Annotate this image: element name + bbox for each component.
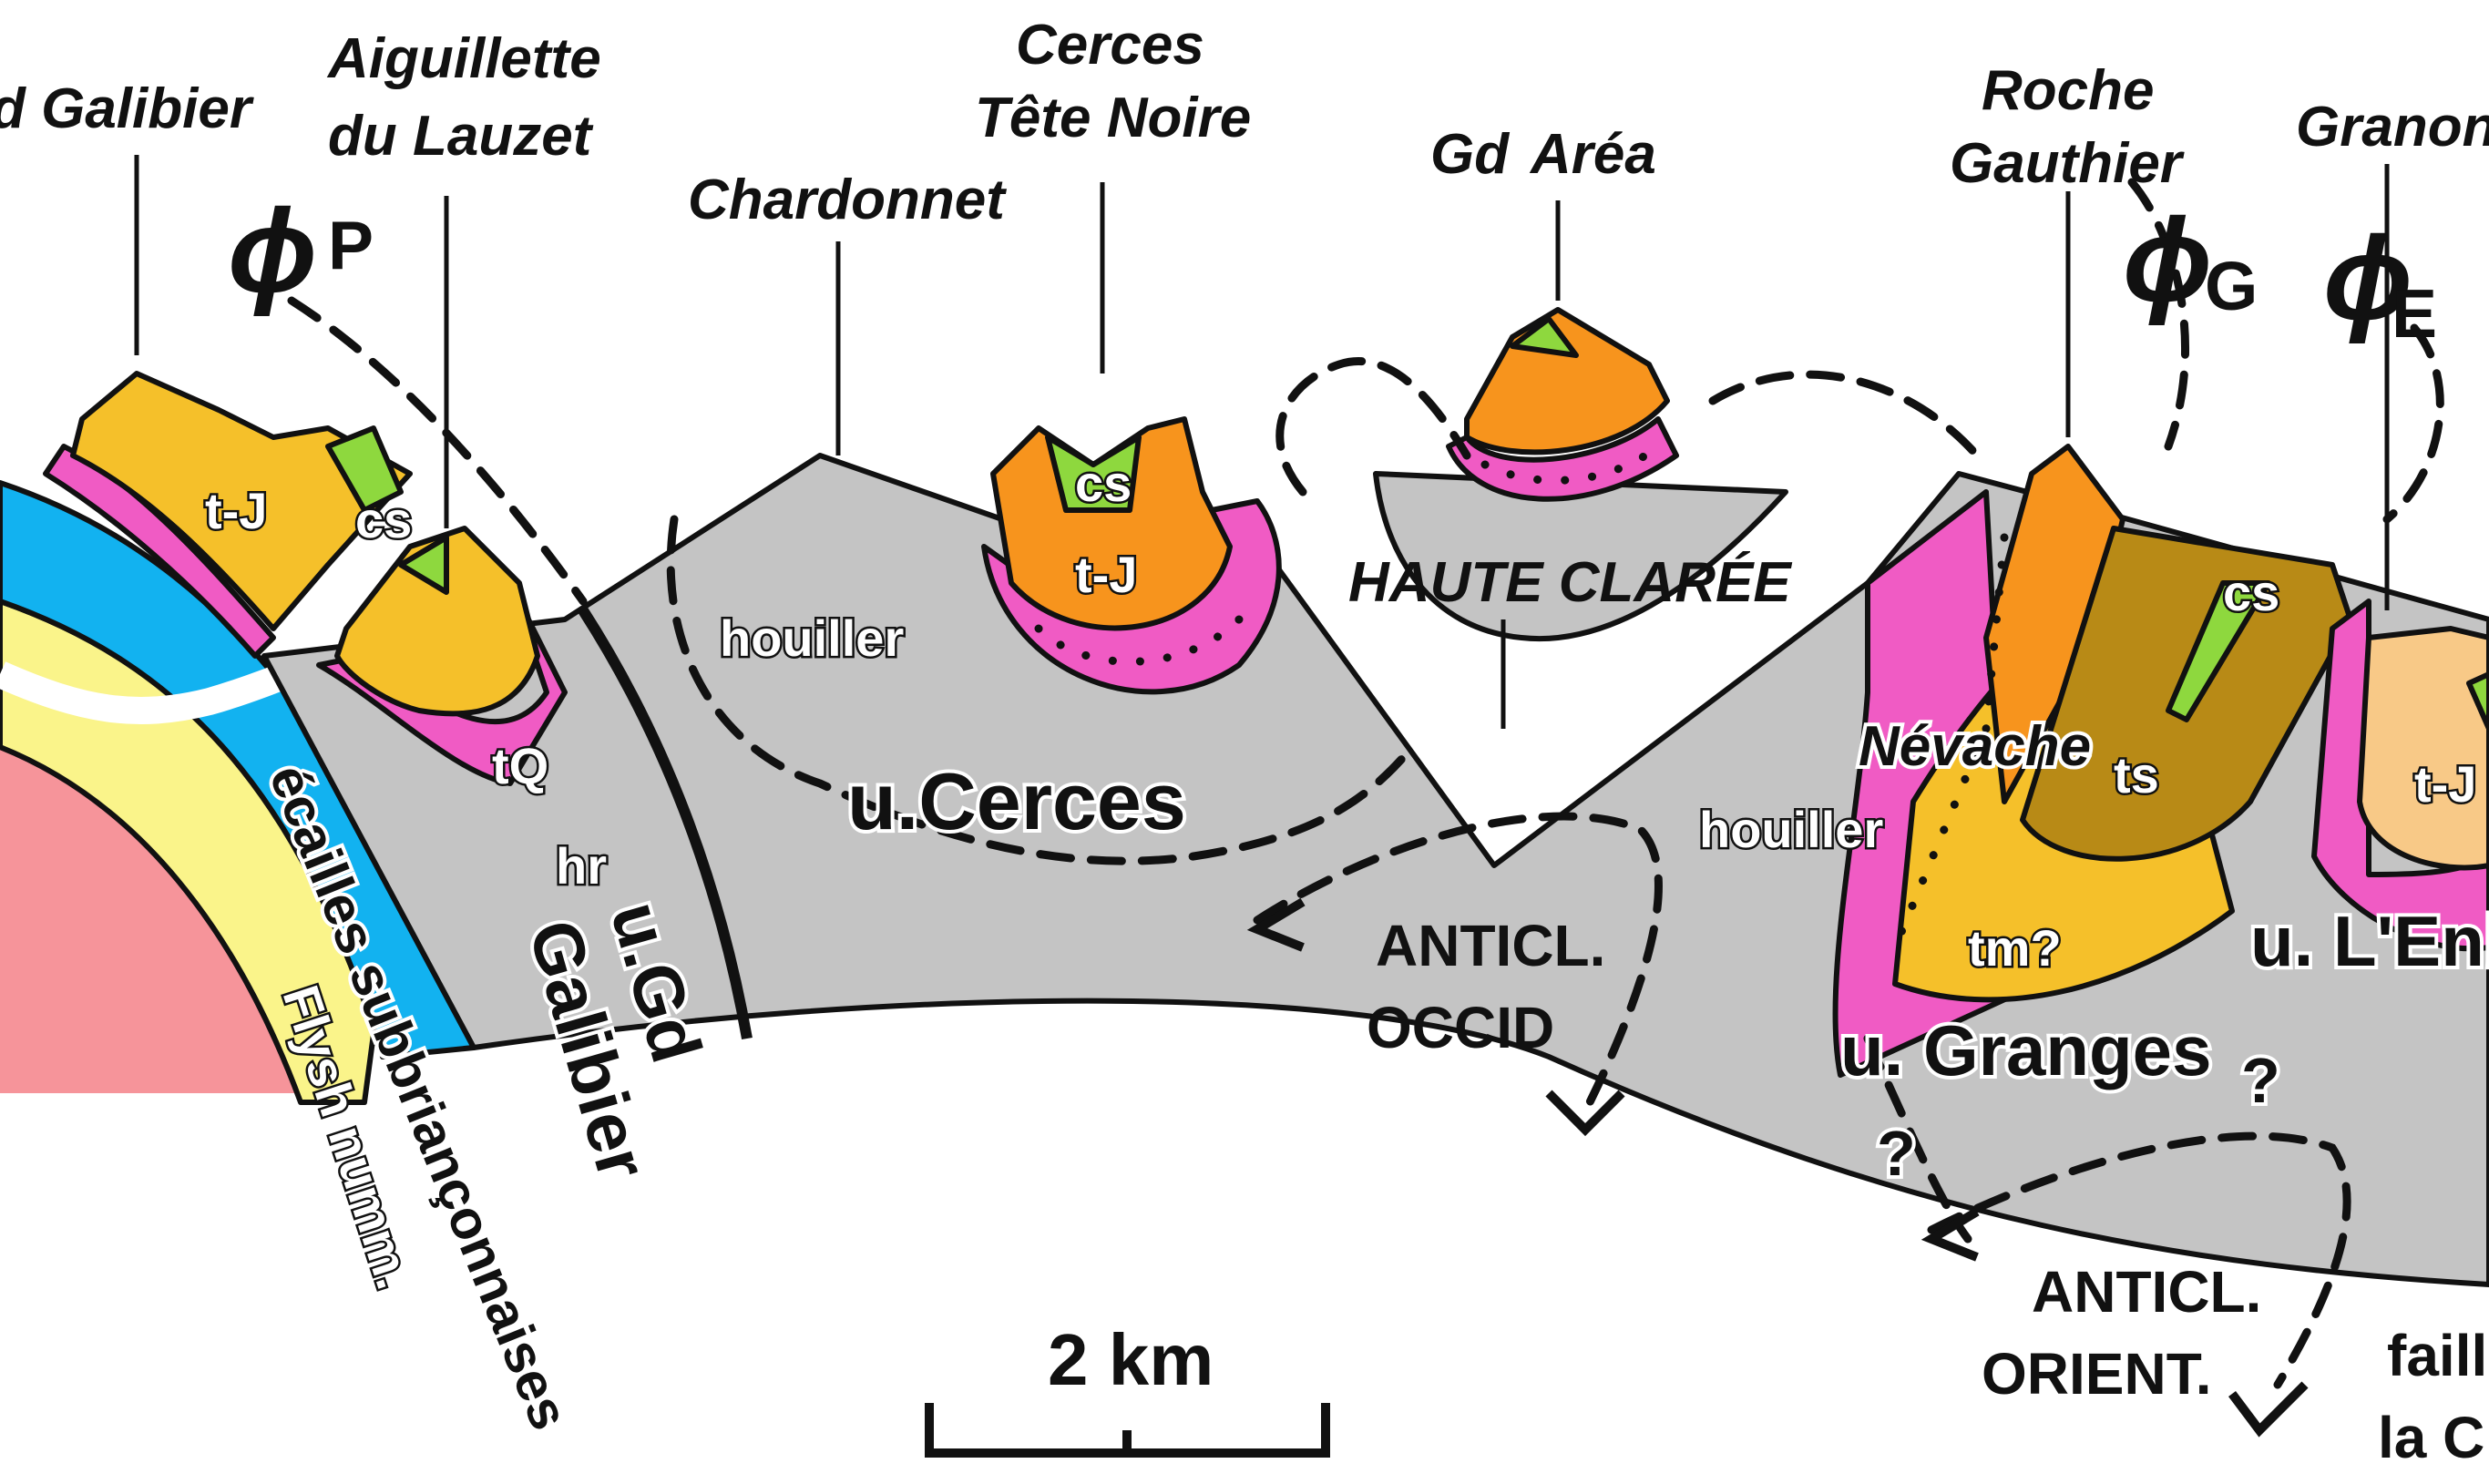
g-letter: G xyxy=(2205,248,2258,324)
hr-label: hr xyxy=(556,837,607,895)
fold-trace-e xyxy=(2387,328,2440,519)
faille-1: faill xyxy=(2387,1323,2487,1388)
anticl-orient-2: ORIENT. xyxy=(1982,1341,2211,1407)
tm-label: tm? xyxy=(1968,919,2062,977)
arrow-occid-down xyxy=(1549,1093,1622,1130)
label-area-gd: Gd xyxy=(1430,123,1510,186)
u-lenb: u. L'Enb xyxy=(2250,901,2489,981)
ts-label: ts xyxy=(2114,746,2159,803)
anticl-occid-1: ANTICL. xyxy=(1376,913,1605,978)
anticl-occid-2: OCCID xyxy=(1367,995,1554,1060)
p-letter: P xyxy=(328,207,374,283)
arrow-orient-down xyxy=(2232,1385,2305,1430)
label-granon: Granon xyxy=(2296,96,2489,159)
label-cerces-1: Cerces xyxy=(1016,14,1204,77)
houiller-right: houiller xyxy=(1699,801,1883,858)
faille-2: la C xyxy=(2378,1405,2484,1470)
e-letter: E xyxy=(2392,275,2437,352)
scale-bar xyxy=(929,1403,1326,1453)
tq-label: tQ xyxy=(492,737,548,794)
label-haute-claree: HAUTE CLARÉE xyxy=(1348,551,1792,614)
cs-nevache: cs xyxy=(2223,564,2279,621)
granon-tj xyxy=(2360,629,2489,867)
nevache-label: Névache xyxy=(1859,715,2091,778)
q-granges-right: ? xyxy=(2241,1045,2280,1116)
phi-p: ϕ xyxy=(228,184,317,317)
label-roche-2: Gauthier xyxy=(1950,132,2185,195)
anticl-orient-1: ANTICL. xyxy=(2032,1259,2261,1325)
label-area: Aréa xyxy=(1529,123,1656,186)
phi-g: ϕ xyxy=(2123,193,2212,326)
tj-galibier: t-J xyxy=(205,482,267,539)
tj-granon: t-J xyxy=(2414,755,2476,813)
label-roche-1: Roche xyxy=(1982,59,2154,122)
label-chardonnet: Chardonnet xyxy=(688,169,1007,231)
u-cerces: u.Cerces xyxy=(847,756,1186,846)
tj-cerces: t-J xyxy=(1075,546,1137,603)
u-granges: u. Granges xyxy=(1840,1010,2211,1090)
label-aiguillette-1: Aiguillette xyxy=(326,27,601,90)
houiller-left: houiller xyxy=(720,609,904,667)
cs-cerces: cs xyxy=(1075,455,1132,512)
cs-galibier: cs xyxy=(355,491,412,548)
q-granges-left: ? xyxy=(1877,1118,1916,1189)
scale-label: 2 km xyxy=(1048,1319,1214,1400)
label-cerces-2: Tête Noire xyxy=(975,87,1251,149)
label-aiguillette-2: du Lauzet xyxy=(328,105,594,168)
label-galibier: d Galibier xyxy=(0,77,254,140)
